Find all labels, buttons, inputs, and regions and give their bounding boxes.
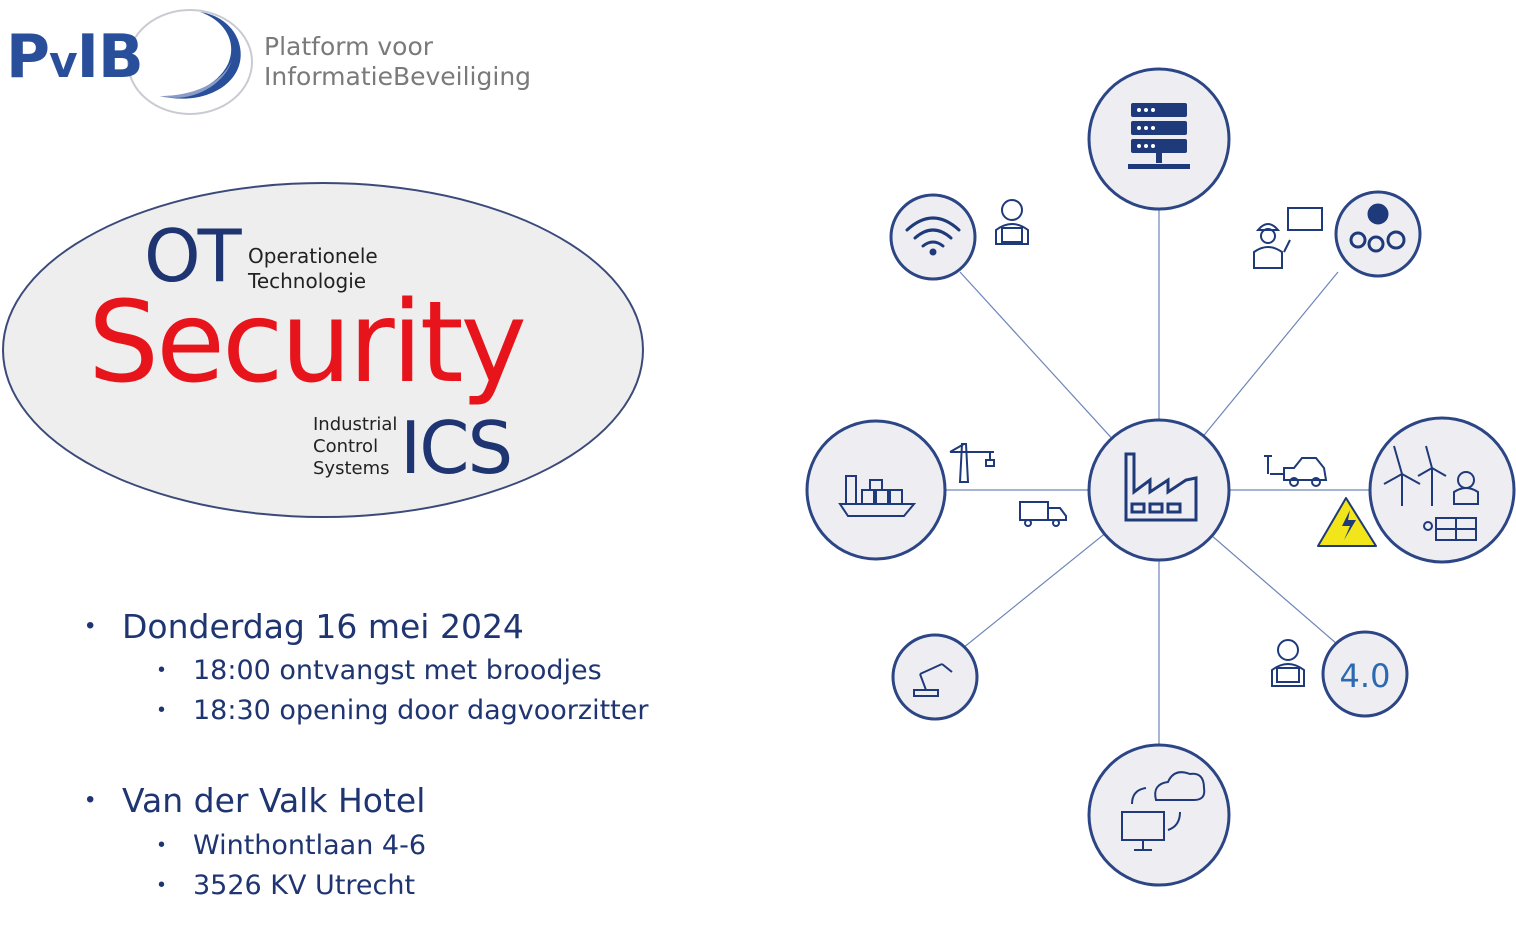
developer-icon-2 bbox=[1271, 639, 1305, 687]
industry-4-label: 4.0 bbox=[1340, 657, 1391, 695]
platform-line-1: Platform voor bbox=[264, 32, 434, 61]
address-line: Winthontlaan 4-6 bbox=[193, 830, 427, 861]
venue-name: Van der Valk Hotel bbox=[122, 781, 426, 820]
energy-node bbox=[1368, 416, 1516, 564]
schedule-item: 18:30 opening door dagvoorzitter bbox=[193, 695, 649, 726]
bullet-dot: • bbox=[158, 874, 166, 896]
gears-node bbox=[1334, 190, 1422, 278]
address-line: 3526 KV Utrecht bbox=[193, 870, 416, 901]
car-icon bbox=[1264, 455, 1328, 487]
bullet-dot: • bbox=[158, 699, 166, 721]
monitor-icon bbox=[1283, 207, 1323, 253]
renewable-energy-icon bbox=[1383, 445, 1479, 541]
pvib-logo: PvIB bbox=[6, 22, 144, 92]
ot-heading: OT bbox=[144, 214, 242, 298]
ics-subtitle-line-3: Systems bbox=[313, 458, 390, 479]
platform-line-2: InformatieBeveiliging bbox=[264, 62, 532, 91]
ot-subtitle: Operationele Technologie bbox=[248, 244, 378, 294]
robot-arm-icon bbox=[913, 663, 953, 697]
schedule-item: 18:00 ontvangst met broodjes bbox=[193, 655, 602, 686]
ics-subtitle-line-1: Industrial bbox=[313, 414, 398, 435]
ot-subtitle-line-2: Technologie bbox=[248, 269, 367, 293]
server-icon bbox=[1128, 103, 1190, 169]
warning-icon bbox=[1317, 497, 1377, 547]
bullet-dot: • bbox=[86, 612, 95, 639]
logo-swoosh bbox=[127, 9, 253, 115]
bullet-dot: • bbox=[158, 834, 166, 856]
truck-icon bbox=[1019, 501, 1067, 527]
factory-node bbox=[1087, 418, 1231, 562]
cloud-sync-icon bbox=[1121, 771, 1206, 851]
logo-ib: IB bbox=[76, 22, 144, 92]
developer-icon bbox=[995, 199, 1029, 245]
bullet-dot: • bbox=[86, 786, 95, 813]
crane-icon bbox=[949, 443, 995, 483]
robot-node bbox=[891, 633, 979, 721]
engineer-icon bbox=[1253, 223, 1283, 269]
title-ellipse bbox=[2, 182, 644, 518]
logo-v: v bbox=[48, 37, 78, 88]
event-date: Donderdag 16 mei 2024 bbox=[122, 607, 524, 646]
logo-p: P bbox=[6, 22, 50, 92]
network-diagram: 4.0 bbox=[805, 67, 1516, 887]
factory-icon bbox=[1124, 452, 1198, 522]
wifi-node bbox=[889, 193, 977, 281]
cloud-node bbox=[1087, 743, 1231, 887]
security-heading: Security bbox=[88, 278, 527, 408]
ics-subtitle-line-2: Control bbox=[313, 436, 379, 457]
ship-icon bbox=[838, 475, 917, 517]
bullet-dot: • bbox=[158, 659, 166, 681]
ics-heading: ICS bbox=[400, 406, 513, 490]
gears-icon bbox=[1349, 203, 1406, 253]
platform-tagline: Platform voor InformatieBeveiliging bbox=[264, 32, 531, 92]
ics-subtitle: Industrial Control Systems bbox=[313, 414, 397, 480]
ot-subtitle-line-1: Operationele bbox=[248, 244, 378, 268]
industry-4-node bbox=[1321, 630, 1409, 718]
wifi-icon bbox=[905, 216, 961, 256]
